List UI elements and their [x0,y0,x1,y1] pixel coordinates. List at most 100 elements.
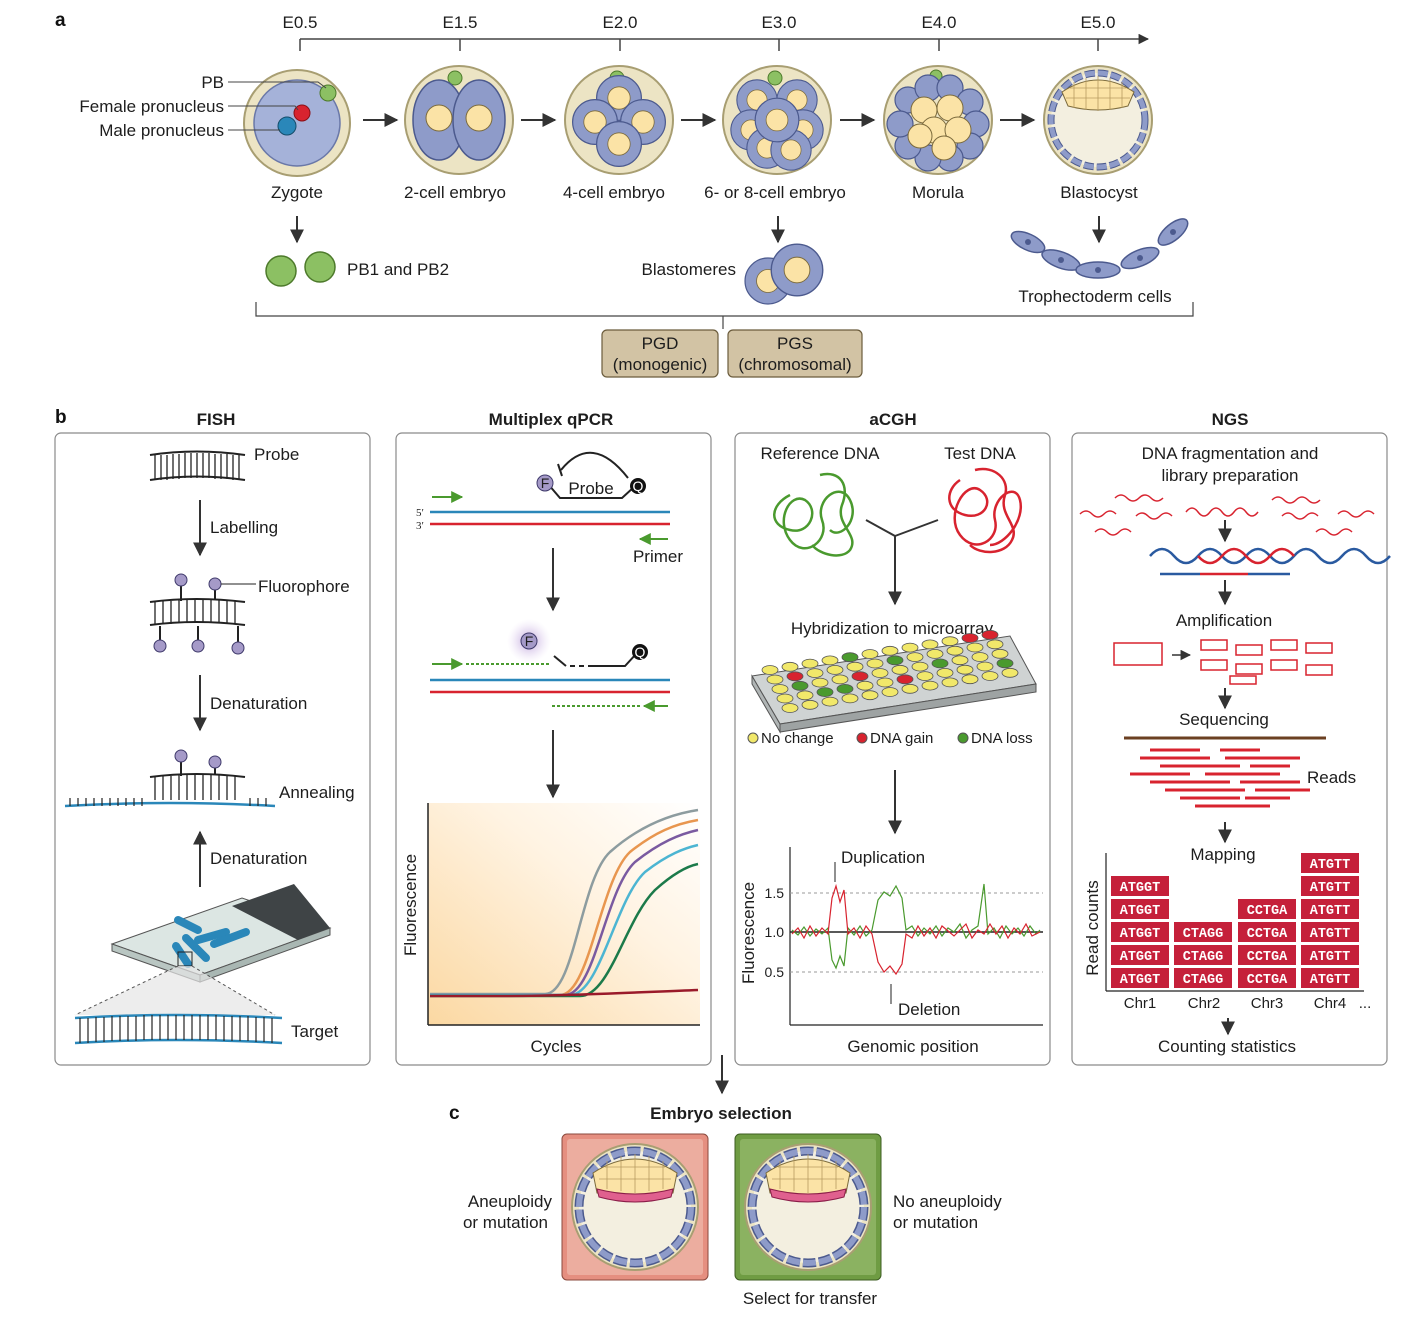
fish-denaturation-label: Denaturation [210,849,307,868]
microarray-spot [796,690,814,701]
fish-labelling-label: Labelling [210,518,278,537]
microarray-spot [791,680,809,691]
qpcr-probe-label: Probe [568,479,613,498]
timeline-label: E2.0 [603,13,638,32]
read-count-kmer: CTAGG [1183,973,1224,988]
read-count-box [1111,922,1169,942]
biopsy-arrows [290,216,1106,244]
read-count-box [1238,968,1296,988]
microarray-spot [921,680,939,691]
pgs-box: PGS (chromosomal) [727,329,863,378]
read-count-box [1301,899,1359,919]
stage-label: 4-cell embryo [563,183,665,202]
panel-c-letter: c [449,1103,460,1124]
microarray-spot [806,668,824,678]
microarray-spot [861,690,879,701]
ngs-amplicons [1113,639,1333,685]
timeline-label: E1.5 [443,13,478,32]
deletion-label: Deletion [898,1000,960,1019]
read-count-kmer: CCTGA [1247,904,1288,919]
microarray-spot [821,696,839,707]
male-pronucleus-label: Male pronucleus [99,121,224,140]
microarray-spot [931,658,949,669]
read-count-box [1174,945,1232,965]
microarray-spot [801,658,819,669]
microarray-spot [976,661,994,672]
test-dna-squiggle [948,467,1023,554]
fish-probe-label: Probe [254,445,299,464]
chr-label: ... [1359,995,1372,1012]
fish-denaturation-label: Denaturation [210,694,307,713]
four-cell-embryo-illustration [564,65,674,175]
microarray-spot [971,652,989,662]
acgh-test-label: Test DNA [944,444,1016,463]
pgs-sublabel: (chromosomal) [738,355,851,374]
ngs-library [1149,547,1391,576]
read-count-box [1238,922,1296,942]
read-count-box [1301,853,1359,873]
svg-text:Q: Q [635,644,646,660]
ngs-frag-label-1: DNA fragmentation and [1142,444,1319,463]
read-count-box [1111,899,1169,919]
microarray-spot [831,674,849,685]
ngs-amplification-label: Amplification [1176,611,1272,630]
read-count-kmer: ATGTT [1310,927,1351,942]
qpcr-5prime: 5′ [416,507,424,519]
read-count-box [1301,945,1359,965]
microarray-spot [841,652,859,663]
polar-bodies-illustration [265,251,336,287]
microarray-spot [921,639,939,650]
pgd-box: PGD (monogenic) [601,329,719,378]
microarray-spot [766,674,784,685]
no-aneuploidy-label-2: or mutation [893,1213,978,1232]
microarray-spot [776,693,794,704]
legend-no-change: No change [761,730,834,747]
eight-cell-embryo-illustration [722,65,832,175]
microarray-spot [771,684,789,694]
read-count-kmer: ATGGT [1120,950,1161,965]
fish-title: FISH [197,410,236,429]
panel-b-letter: b [55,407,67,428]
ngs-title: NGS [1212,410,1249,429]
read-count-box [1238,899,1296,919]
microarray-spot [861,649,879,659]
microarray-spot [916,671,934,681]
read-count-box [1111,876,1169,896]
no-aneuploidy-label-1: No aneuploidy [893,1192,1002,1211]
fish-annealing-label: Annealing [279,783,355,802]
fish-fluorophore-label: Fluorophore [258,577,350,596]
microarray-spot [946,645,964,656]
microarray-spot [826,665,844,675]
microarray-spot [781,661,799,672]
microarray-spot [1001,667,1019,678]
acgh-merge-lines [865,519,939,606]
pb-label: PB [201,73,224,92]
bracket [255,302,1194,329]
qpcr-amplification-plot [427,803,700,1026]
read-count-box [1301,876,1359,896]
acgh-legend: No change DNA gain DNA loss [747,730,1033,747]
stage-label: 2-cell embryo [404,183,506,202]
stage-label: Blastocyst [1060,183,1138,202]
microarray-spot [991,648,1009,659]
microarray-spot [801,699,819,710]
read-count-kmer: ATGGT [1120,973,1161,988]
ngs-frag-label-2: library preparation [1161,466,1298,485]
microarray-spot [961,674,979,685]
microarray-spot [856,680,874,691]
acgh-x-axis-label: Genomic position [847,1037,978,1056]
microarray-spot [891,664,909,675]
read-count-kmer: ATGTT [1310,904,1351,919]
timeline-label: E3.0 [762,13,797,32]
zygote-illustration [228,69,351,177]
microarray-spot [966,642,984,653]
aneuploidy-label-2: or mutation [463,1213,548,1232]
microarray-spot [886,655,904,666]
ngs-read-count-chart: ATGGTATGGTATGGTATGGTATGGTCTAGGCTAGGCTAGG… [1105,853,1364,992]
read-count-box [1111,968,1169,988]
stage-label: Morula [912,183,965,202]
qpcr-template-strands [430,491,670,545]
microarray-spot [881,687,899,697]
microarray-spot [876,677,894,688]
